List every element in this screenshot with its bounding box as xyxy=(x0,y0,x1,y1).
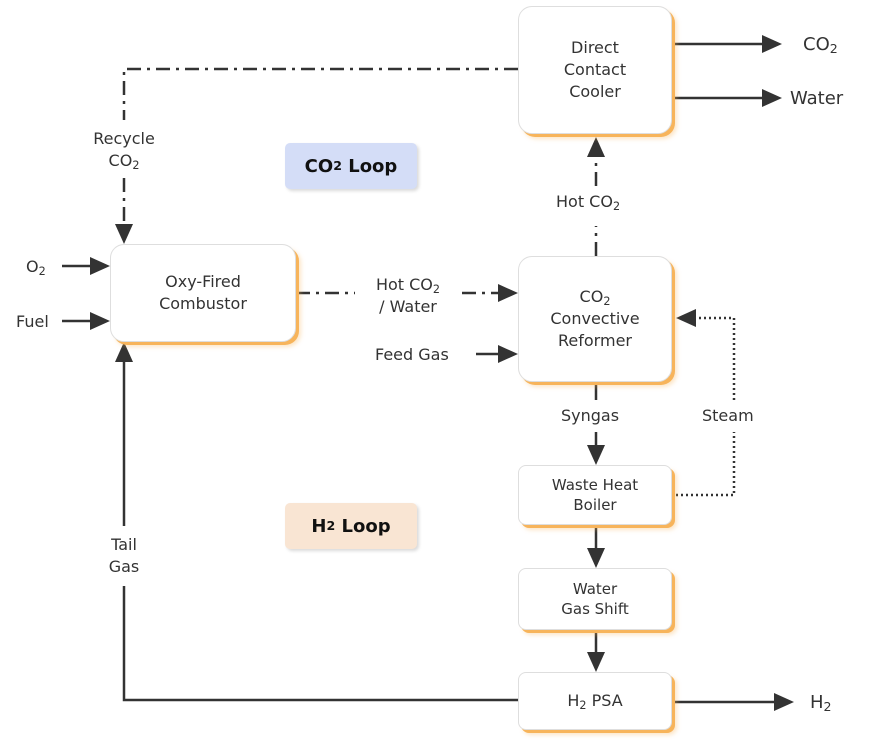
steam-line xyxy=(676,432,736,497)
recycle-co2-line xyxy=(122,67,518,120)
tail-gas-line xyxy=(122,586,518,702)
recycle-co2-label: Recycle CO2 xyxy=(93,129,155,172)
co2-convective-reformer-box: CO2 Convective Reformer xyxy=(518,256,672,382)
waste-heat-boiler-box: Waste Heat Boiler xyxy=(518,465,672,525)
h2-psa-box: H2 PSA xyxy=(518,672,672,730)
direct-contact-cooler-box: Direct Contact Cooler xyxy=(518,6,672,134)
water-out-label: Water xyxy=(790,88,844,109)
hot-co2-up-label: Hot CO2 xyxy=(556,192,621,213)
tail-gas-label: Tail Gas xyxy=(108,535,140,576)
steam-label: Steam xyxy=(702,406,754,425)
feed-gas-label: Feed Gas xyxy=(375,345,449,364)
o2-in-label: O2 xyxy=(26,257,46,278)
fuel-in-label: Fuel xyxy=(16,312,49,331)
co2-out-label: CO2 xyxy=(803,34,838,57)
oxy-fired-combustor-box: Oxy-Fired Combustor xyxy=(110,244,296,342)
h2-out-label: H2 xyxy=(810,692,832,715)
syngas-label: Syngas xyxy=(561,406,620,425)
hot-co2-water-label: Hot CO2 / Water xyxy=(375,275,441,316)
water-gas-shift-box: Water Gas Shift xyxy=(518,568,672,630)
